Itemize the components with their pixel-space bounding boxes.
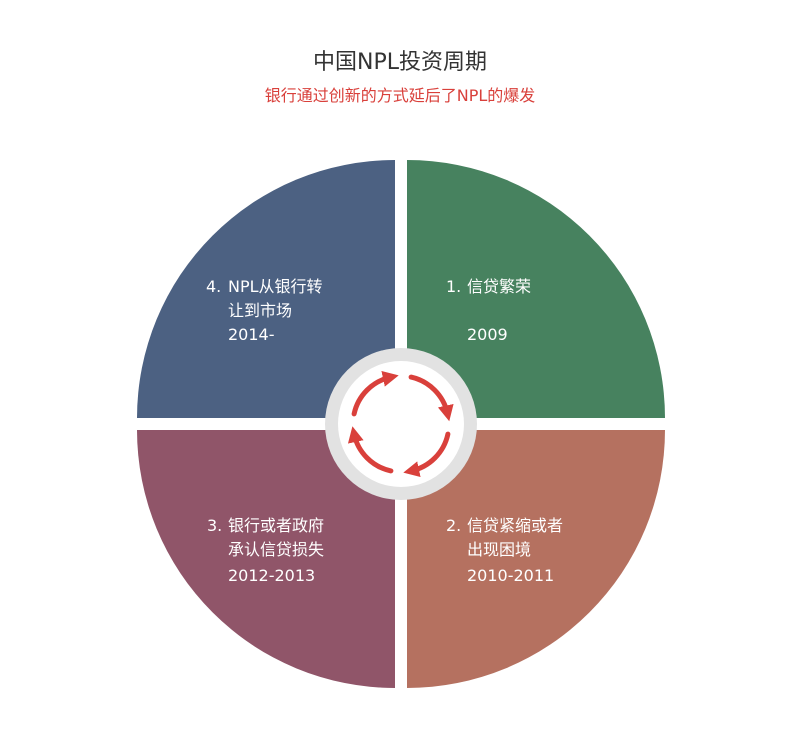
diagram-title: 中国NPL投资周期 [313,50,487,75]
quadrant-4-year: 2014- [228,325,275,344]
quadrant-3-line1: 银行或者政府 [228,516,324,535]
quadrant-4-label: 4. NPL从银行转 让到市场 2014- [206,277,323,344]
quadrant-4-line2: 让到市场 [228,301,292,320]
quadrant-2-number: 2. [446,516,461,535]
quadrant-2-label: 2. 信贷紧缩或者 出现困境 2010-2011 [446,516,563,585]
quadrant-2-line2: 出现困境 [467,540,531,559]
quadrant-1-line1: 信贷繁荣 [467,277,531,296]
center-disc [338,361,464,487]
quadrant-3-line2: 承认信贷损失 [228,540,324,559]
quadrant-1-sector [407,160,665,418]
diagram-subtitle: 银行通过创新的方式延后了NPL的爆发 [264,86,536,105]
cycle-arrows-icon [347,370,454,478]
quadrant-1-year: 2009 [467,325,508,344]
quadrant-2-line1: 信贷紧缩或者 [467,516,563,535]
quadrant-4-sector [137,160,395,418]
quadrant-1-label: 1. 信贷繁荣 2009 [446,277,531,344]
quadrant-3-label: 3. 银行或者政府 承认信贷损失 2012-2013 [207,516,324,585]
quadrant-3-sector [137,430,395,688]
quadrant-4-line1: NPL从银行转 [228,277,323,296]
quadrant-2-sector [407,430,665,688]
quadrant-3-year: 2012-2013 [228,566,315,585]
quadrant-3-number: 3. [207,516,222,535]
quadrant-4-number: 4. [206,277,221,296]
quadrant-2-year: 2010-2011 [467,566,554,585]
quadrant-1-number: 1. [446,277,461,296]
